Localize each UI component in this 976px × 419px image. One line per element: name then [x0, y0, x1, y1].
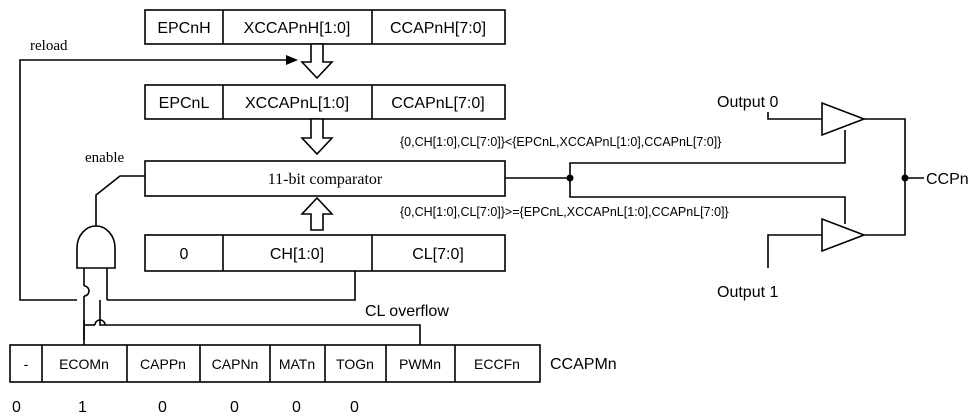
buffer-triangle-icon [821, 217, 867, 253]
hollow-arrow-icon [300, 43, 334, 80]
lt-path-wire [569, 130, 846, 178]
enable-label: enable [85, 150, 124, 166]
ccpn-label: CCPn [926, 171, 969, 188]
bit-value: 0 [292, 399, 301, 416]
comparator-box [144, 160, 506, 197]
xccapnh-field: XCCAPnH[1:0] [244, 20, 351, 37]
counter-register: 0 CH[1:0] CL[7:0] [144, 234, 506, 272]
low-register: EPCnL XCCAPnL[1:0] CCAPnL[7:0] [144, 84, 506, 120]
bit-label: TOGn [336, 356, 374, 372]
buffer-triangle-icon [821, 101, 867, 137]
hollow-arrow-icon [300, 196, 334, 231]
ccapmn-label: CCAPMn [550, 356, 617, 373]
bit-label: ECOMn [59, 356, 109, 372]
counter-zero-field: 0 [180, 246, 189, 263]
epcnl-field: EPCnL [159, 95, 210, 112]
output0-label: Output 0 [717, 94, 778, 111]
bit-label: ECCFn [474, 356, 520, 372]
high-register: EPCnH XCCAPnH[1:0] CCAPnH[7:0] [144, 9, 506, 45]
comparator-label: 11-bit comparator [268, 171, 383, 188]
ccapnh-field: CCAPnH[7:0] [390, 20, 486, 37]
bit-values: 0 1 0 0 0 0 [12, 399, 359, 416]
ge-path-wire [569, 178, 846, 224]
lt-condition-label: {0,CH[1:0],CL[7:0]}<{EPCnL,XCCAPnL[1:0],… [400, 135, 721, 149]
bit-value: 0 [230, 399, 239, 416]
ccapnl-field: CCAPnL[7:0] [391, 95, 484, 112]
cl-overflow-wire [107, 271, 356, 301]
and-gate-icon [76, 225, 116, 269]
bit-label: PWMn [399, 356, 441, 372]
bit-label: CAPNn [212, 356, 259, 372]
bit-label: MATn [279, 356, 315, 372]
pwmn-wire [99, 300, 421, 345]
bit-value: 0 [12, 399, 21, 416]
cl-field: CL[7:0] [412, 246, 464, 263]
bit-label: CAPPn [140, 356, 186, 372]
bit-value: 0 [158, 399, 167, 416]
epcnh-field: EPCnH [157, 20, 210, 37]
arrowhead-icon [286, 55, 298, 65]
cl-overflow-label: CL overflow [365, 303, 449, 320]
output1-label: Output 1 [717, 284, 778, 301]
enable-wire [95, 175, 145, 226]
ge-condition-label: {0,CH[1:0],CL[7:0]}>={EPCnL,XCCAPnL[1:0]… [400, 205, 729, 219]
junction-dot-icon [901, 174, 909, 182]
reload-label: reload [30, 38, 68, 54]
xccapnl-field: XCCAPnL[1:0] [245, 95, 349, 112]
hollow-arrow-icon [300, 118, 334, 156]
reload-wire [19, 59, 290, 301]
bit-value: 1 [78, 399, 87, 416]
ccapmn-register: - ECOMn CAPPn CAPNn MATn TOGn PWMn ECCFn [9, 344, 541, 383]
ch-field: CH[1:0] [270, 246, 324, 263]
bit-label: - [24, 356, 29, 372]
bit-value: 0 [350, 399, 359, 416]
